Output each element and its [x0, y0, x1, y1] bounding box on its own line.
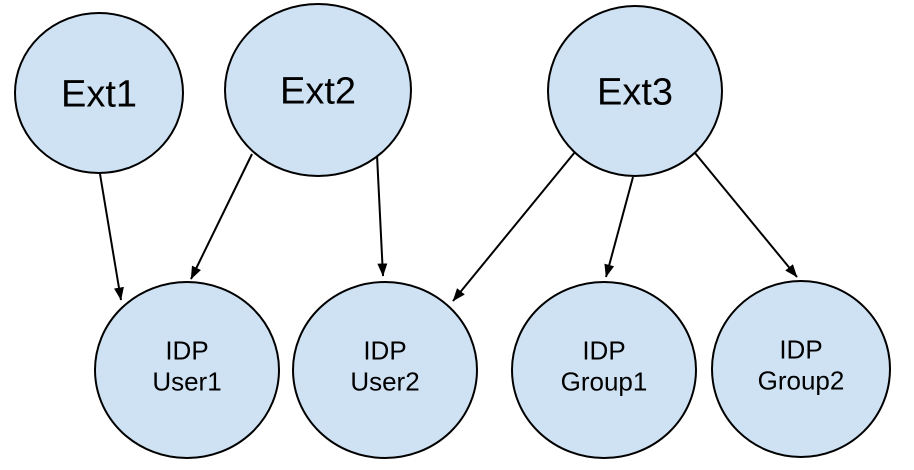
node-ext1-label: Ext1: [61, 73, 137, 115]
node-ext2-shape: [224, 3, 412, 177]
node-ext1-shape: [14, 12, 184, 174]
edge-ext3-to-idp-user2: [452, 151, 576, 302]
node-idp-group2-shape: [711, 280, 891, 458]
edge-ext3-to-idp-group2: [694, 152, 798, 278]
node-ext2: Ext2: [224, 3, 412, 177]
edge-ext2-to-idp-user1: [190, 153, 253, 280]
node-idp-user1-shape: [94, 281, 280, 459]
node-ext3: Ext3: [547, 5, 723, 177]
edge-ext1-to-idp-user1: [99, 173, 124, 301]
edge-ext2-to-idp-user2: [376, 154, 388, 277]
node-ext2-label: Ext2: [280, 70, 356, 112]
node-idp-group1-shape: [511, 281, 697, 459]
edge-ext3-to-idp-group1: [604, 176, 634, 278]
node-idp-user2-shape: [292, 281, 478, 459]
node-ext3-label: Ext3: [597, 71, 673, 113]
node-ext3-shape: [547, 5, 723, 177]
node-ext1: Ext1: [14, 12, 184, 174]
